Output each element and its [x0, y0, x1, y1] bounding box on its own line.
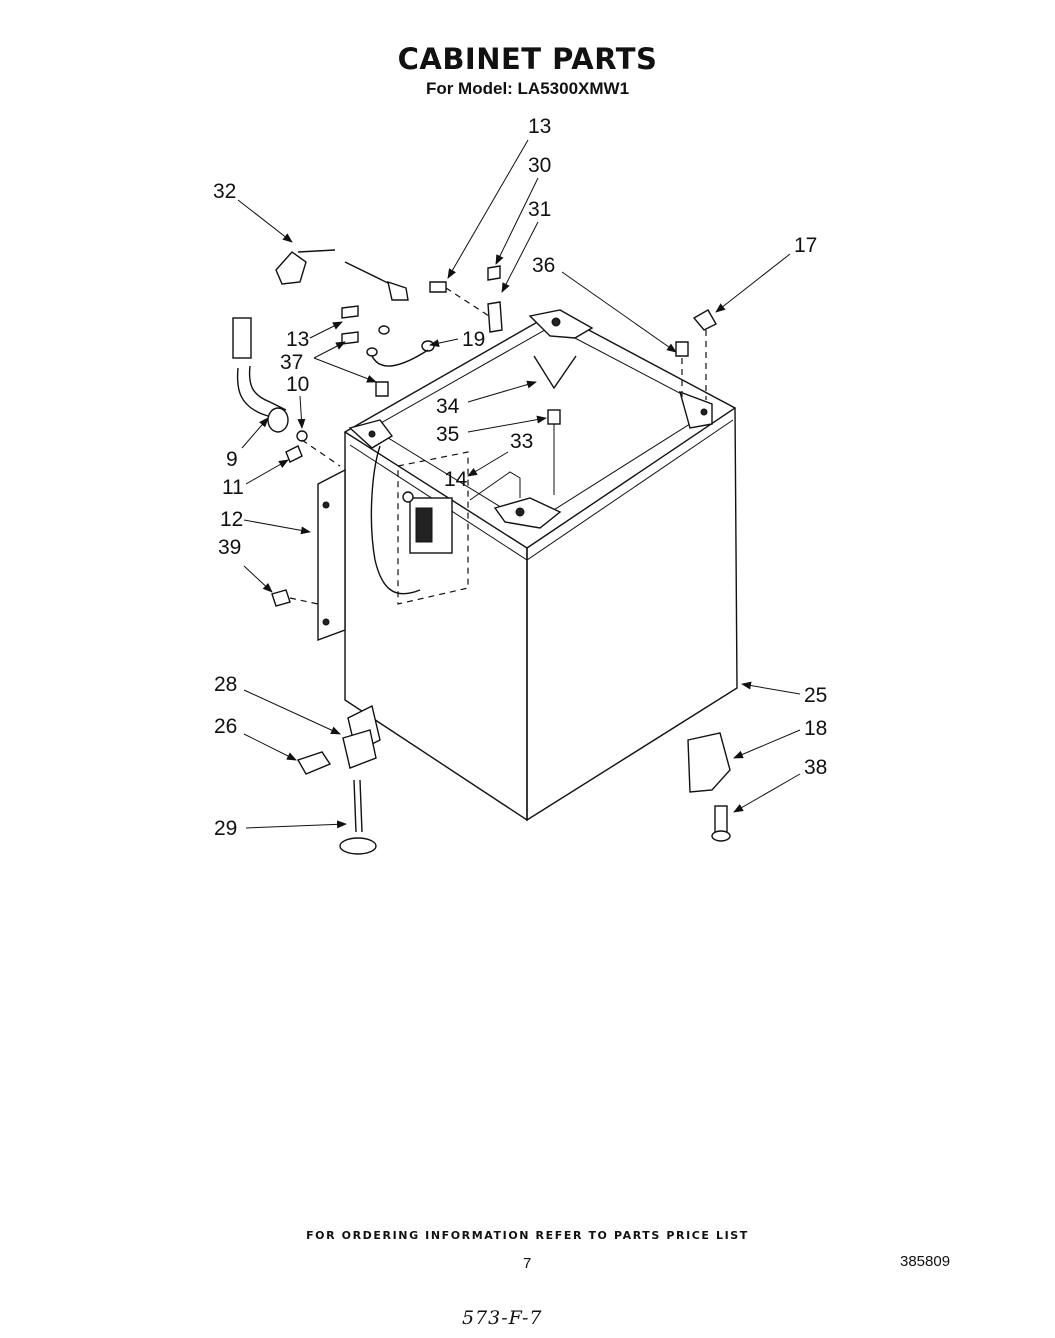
- callout-17: 17: [794, 234, 817, 257]
- handwritten-note: 573-F-7: [462, 1307, 543, 1329]
- hose-assembly: [232, 317, 341, 467]
- callout-11: 11: [222, 476, 244, 499]
- callout-13: 13: [528, 115, 551, 138]
- callout-12: 12: [220, 508, 243, 531]
- callout-33: 33: [510, 430, 533, 453]
- leveling-legs: [296, 729, 731, 855]
- callout-13-left: 13: [286, 328, 309, 351]
- callout-9: 9: [226, 448, 238, 471]
- document-number: 385809: [900, 1253, 951, 1270]
- power-cord: [275, 249, 409, 301]
- leader-lines: [237, 139, 801, 829]
- callout-37: 37: [280, 351, 303, 374]
- callout-numbers: 13 30 31 32 17 36 13 19 37 10 34 35 33 1…: [213, 115, 827, 840]
- callout-31: 31: [528, 198, 551, 221]
- callout-39: 39: [218, 536, 241, 559]
- callout-32: 32: [213, 180, 236, 203]
- wiring-harness: [370, 445, 521, 605]
- callout-18: 18: [804, 717, 827, 740]
- callout-29: 29: [214, 817, 237, 840]
- callout-14: 14: [444, 468, 468, 491]
- rear-bracket-panel: [317, 468, 346, 642]
- model-line: For Model: LA5300XMW1: [425, 79, 630, 98]
- callout-25: 25: [804, 684, 827, 707]
- small-hardware: [271, 265, 717, 607]
- cabinet-body: [343, 309, 738, 822]
- callout-38: 38: [804, 756, 827, 779]
- callout-10: 10: [286, 373, 309, 396]
- callout-30: 30: [528, 154, 551, 177]
- callout-19: 19: [462, 328, 485, 351]
- callout-26: 26: [214, 715, 237, 738]
- callout-28: 28: [214, 673, 237, 696]
- ordering-note: FOR ORDERING INFORMATION REFER TO PARTS …: [306, 1229, 749, 1242]
- callout-35: 35: [436, 423, 459, 446]
- page-title: CABINET PARTS: [397, 42, 658, 76]
- callout-34: 34: [436, 395, 460, 418]
- page-number: 7: [523, 1255, 532, 1272]
- callout-36: 36: [532, 254, 555, 277]
